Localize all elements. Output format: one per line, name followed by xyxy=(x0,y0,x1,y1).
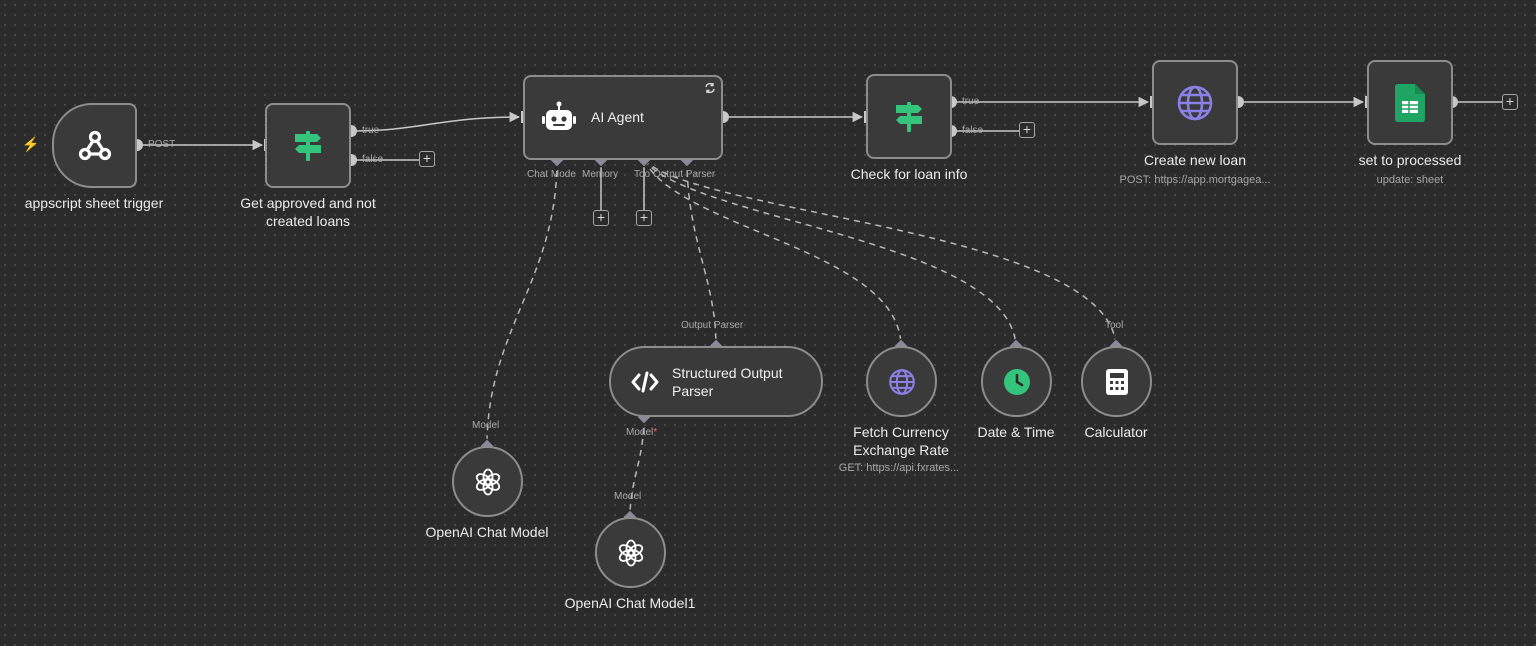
openai2-title: OpenAI Chat Model1 xyxy=(564,595,696,611)
globe-icon xyxy=(1154,62,1236,143)
port-label-chat-model: Chat Mode xyxy=(527,169,576,180)
port-label-parser-in: Output Parser xyxy=(681,320,744,331)
node-openai-chat-model[interactable] xyxy=(452,446,523,517)
port-label-false2: false xyxy=(962,125,984,136)
node-date-time[interactable] xyxy=(981,346,1052,417)
edge-tool-calc xyxy=(643,159,1117,347)
openai-icon xyxy=(597,519,664,586)
port-label-model2: Model xyxy=(614,491,642,502)
port-label-tool-calc: Tool xyxy=(1105,320,1124,331)
add-node-if2-false-button[interactable]: + xyxy=(1019,122,1035,138)
node-get-approved-if[interactable] xyxy=(265,103,351,188)
port-label-false1: false xyxy=(362,154,384,165)
sheets-subtitle: update: sheet xyxy=(1376,174,1444,186)
google-sheets-icon xyxy=(1369,62,1451,143)
port-label-true2: true xyxy=(962,96,980,107)
node-fetch-currency-exchange-rate[interactable] xyxy=(866,346,937,417)
port-label-parser-model: Model* xyxy=(626,427,658,438)
http-title: Create new loan xyxy=(1144,152,1246,168)
fx-title: Fetch Currency Exchange Rate xyxy=(853,424,949,458)
openai1-title: OpenAI Chat Model xyxy=(425,524,549,540)
port-label-output-parser: Output Parser xyxy=(653,169,716,180)
webhook-icon xyxy=(54,105,135,186)
node-check-loan-info-if[interactable] xyxy=(866,74,952,159)
trigger-bolt-icon: ⚡ xyxy=(22,136,40,152)
parser-title: Structured Output Parser xyxy=(672,365,783,399)
agent-title: AI Agent xyxy=(591,109,644,125)
node-create-new-loan[interactable] xyxy=(1152,60,1238,145)
add-node-if1-false-button[interactable]: + xyxy=(419,151,435,167)
edge-tool-datetime xyxy=(643,159,1017,347)
port-label-model1: Model xyxy=(472,420,500,431)
if2-title: Check for loan info xyxy=(850,166,968,182)
datetime-title: Date & Time xyxy=(977,424,1055,440)
edge-if1-agent xyxy=(350,111,521,132)
port-label-post: POST xyxy=(148,139,176,150)
node-appscript-sheet-trigger[interactable] xyxy=(52,103,137,188)
fx-subtitle: GET: https://api.fxrates... xyxy=(838,462,960,474)
node-calculator[interactable] xyxy=(1081,346,1152,417)
add-tool-button[interactable]: + xyxy=(636,210,652,226)
refresh-icon[interactable] xyxy=(703,81,717,95)
edge-parser-openai2 xyxy=(629,416,645,518)
edge-agent-parser xyxy=(686,159,717,347)
calc-title: Calculator xyxy=(1084,424,1148,440)
http-subtitle: POST: https://app.mortgagea... xyxy=(1119,174,1271,186)
trigger-title: appscript sheet trigger xyxy=(24,195,164,211)
signpost-icon xyxy=(868,76,950,157)
node-structured-output-parser[interactable]: Structured Output Parser xyxy=(609,346,823,417)
signpost-icon xyxy=(267,105,349,186)
node-openai-chat-model1[interactable] xyxy=(595,517,666,588)
add-node-after-sheets-button[interactable]: + xyxy=(1502,94,1518,110)
openai-icon xyxy=(454,448,521,515)
globe-icon xyxy=(868,348,935,415)
robot-icon xyxy=(541,99,577,135)
port-label-memory: Memory xyxy=(582,169,619,180)
node-set-to-processed[interactable] xyxy=(1367,60,1453,145)
clock-icon xyxy=(983,348,1050,415)
port-label-true1: true xyxy=(362,125,380,136)
code-icon xyxy=(629,366,661,398)
add-memory-button[interactable]: + xyxy=(593,210,609,226)
if1-title: Get approved and not created loans xyxy=(240,195,376,229)
edge-agent-openai1 xyxy=(486,159,558,447)
calculator-icon xyxy=(1083,348,1150,415)
node-ai-agent[interactable]: AI Agent xyxy=(523,75,723,160)
sheets-title: set to processed xyxy=(1358,152,1462,168)
port-label-tool: Too xyxy=(634,169,651,180)
edge-tool-fx xyxy=(643,159,902,347)
